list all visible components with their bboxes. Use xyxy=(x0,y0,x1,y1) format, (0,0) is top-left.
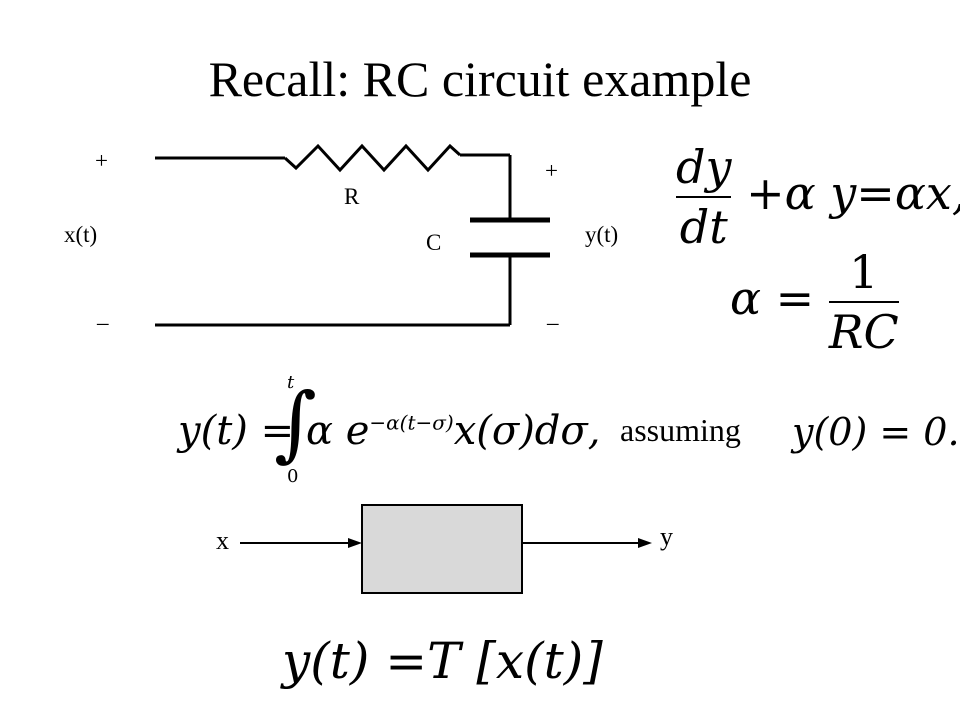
integral-lower-limit: 0 xyxy=(287,466,299,487)
operator-equation: y(t) =T [x(t)] xyxy=(282,632,603,690)
derivative-numerator: dy xyxy=(676,140,732,194)
resistor-label: R xyxy=(344,184,360,209)
initial-condition: y(0) = 0. xyxy=(792,410,960,454)
fraction-bar xyxy=(676,196,732,198)
ode-equation: dy dt +α y=αx, xyxy=(676,140,960,254)
output-plus-sign: + xyxy=(545,158,558,183)
rc-circuit xyxy=(155,143,550,327)
output-voltage-label: y(t) xyxy=(585,222,619,247)
alpha-numerator: 1 xyxy=(849,245,879,299)
integrand-rest: x(σ)dσ, xyxy=(453,408,601,454)
block-diagram xyxy=(240,504,652,594)
ode-rhs: +α y=αx, xyxy=(746,166,960,220)
slide-title: Recall: RC circuit example xyxy=(208,51,752,107)
input-voltage-label: x(t) xyxy=(64,222,98,247)
input-plus-sign: + xyxy=(95,148,108,173)
block-input-label: x xyxy=(216,526,229,555)
alpha-denominator: RC xyxy=(828,305,899,359)
alpha-fraction: 1 RC xyxy=(828,245,899,359)
derivative-denominator: dt xyxy=(679,200,728,254)
output-arrow-head xyxy=(638,538,652,548)
solution-integrand: α e−α(t−σ)x(σ)dσ, xyxy=(306,408,600,454)
output-minus-sign: – xyxy=(547,310,559,335)
integral-sign: ∫ xyxy=(274,376,317,471)
assuming-text: assuming xyxy=(620,412,741,448)
resistor xyxy=(283,143,462,173)
fraction-bar xyxy=(828,301,899,303)
integral-upper-limit: t xyxy=(287,372,295,393)
block-output-label: y xyxy=(660,522,673,551)
solution-lhs: y(t) = xyxy=(178,408,295,454)
integrand-coefficient: α e xyxy=(306,408,370,454)
input-minus-sign: – xyxy=(97,310,109,335)
alpha-definition: α = 1 RC xyxy=(730,245,899,359)
input-arrow-head xyxy=(348,538,362,548)
alpha-lhs: α = xyxy=(730,271,815,325)
system-block xyxy=(361,504,523,594)
capacitor-label: C xyxy=(426,230,442,255)
derivative-fraction: dy dt xyxy=(676,140,732,254)
integrand-exponent: −α(t−σ) xyxy=(369,410,454,435)
